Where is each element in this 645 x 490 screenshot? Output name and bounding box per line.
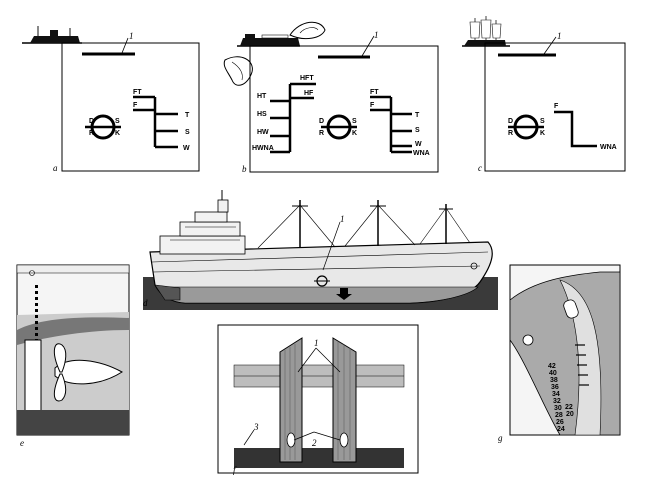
disc-letter-k: K <box>540 130 545 137</box>
hull-side-frame-c <box>484 42 626 172</box>
svg-text:30: 30 <box>554 405 562 412</box>
hull-load-line-mark <box>314 275 330 287</box>
mark-ht: HT <box>257 93 267 100</box>
callout-3-f: 3 <box>253 422 259 432</box>
svg-text:32: 32 <box>553 398 561 405</box>
load-line-disc-a: D R S K <box>85 114 121 140</box>
dock-gate-left <box>279 337 303 463</box>
anchor-icon <box>522 334 534 346</box>
svg-text:26: 26 <box>556 419 564 426</box>
panel-letter-a: a <box>53 163 58 173</box>
disc-letter-s: S <box>115 118 120 125</box>
callout-1-a: 1 <box>129 31 134 41</box>
disc-letter-s: S <box>352 118 357 125</box>
hull-side-frame-a <box>61 42 200 172</box>
ship-icon <box>30 26 80 43</box>
panel-e: e <box>16 264 130 448</box>
mark-hs: HS <box>257 111 267 118</box>
mark-f: F <box>370 102 375 109</box>
svg-text:22: 22 <box>565 404 573 411</box>
callout-1-b: 1 <box>374 30 379 40</box>
masts-and-booms <box>257 200 471 249</box>
mark-s: S <box>415 127 420 134</box>
panel-letter-g: g <box>498 433 503 443</box>
mark-f: F <box>133 102 138 109</box>
mark-w: W <box>183 145 190 152</box>
load-line-marks-a <box>133 95 178 149</box>
panel-letter-c: c <box>478 163 482 173</box>
disc-letter-k: K <box>352 130 357 137</box>
svg-text:34: 34 <box>552 391 560 398</box>
mark-hwna: HWNA <box>252 145 274 152</box>
mark-wna: WNA <box>413 150 430 157</box>
mark-ft: FT <box>370 89 379 96</box>
mark-hf: HF <box>304 90 314 97</box>
fresh-water-marks-b <box>270 82 316 154</box>
svg-text:40: 40 <box>549 370 557 377</box>
disc-letter-r: R <box>89 130 94 137</box>
propeller-rudder <box>154 284 181 301</box>
disc-letter-s: S <box>540 118 545 125</box>
callout-1-d: 1 <box>340 214 345 224</box>
svg-text:24: 24 <box>557 426 565 433</box>
dock-gate-right <box>332 337 357 463</box>
mark-w: W <box>415 141 422 148</box>
panel-g: 42 40 38 36 34 32 30 28 26 24 22 20 g <box>498 264 621 443</box>
disc-letter-r: R <box>319 130 324 137</box>
svg-text:38: 38 <box>550 377 558 384</box>
anchor-hawse-icon <box>470 262 478 270</box>
panel-a: 1 D R S K FT F T S W a <box>22 26 200 173</box>
sea-water-marks-b <box>370 95 412 154</box>
mark-hw: HW <box>257 129 269 136</box>
mark-t: T <box>415 112 420 119</box>
callout-1-f: 1 <box>314 338 319 348</box>
sailing-ship-icon <box>464 16 506 46</box>
mark-f: F <box>554 103 559 110</box>
panel-d: 1 d <box>143 190 498 310</box>
disc-letter-d: D <box>89 118 94 125</box>
mark-t: T <box>185 112 190 119</box>
panel-f: 1 2 3 f <box>217 324 419 475</box>
panel-letter-f: f <box>233 465 237 475</box>
svg-text:20: 20 <box>566 411 574 418</box>
ship-icon <box>240 34 300 46</box>
panel-letter-d: d <box>143 298 148 308</box>
disc-letter-d: D <box>508 118 513 125</box>
panel-letter-e: e <box>20 438 24 448</box>
panel-c: 1 D R S K F WNA c <box>462 16 626 173</box>
callout-1-c: 1 <box>557 31 562 41</box>
load-line-marks-c <box>554 110 597 148</box>
mark-s: S <box>185 129 190 136</box>
load-line-disc-b: D R S K <box>319 114 357 140</box>
bow-draft-scale: 42 40 38 36 34 32 30 28 26 24 22 20 <box>548 363 574 433</box>
mark-hft: HFT <box>300 75 314 82</box>
mark-wna: WNA <box>600 144 617 151</box>
svg-text:28: 28 <box>555 412 563 419</box>
disc-letter-r: R <box>508 130 513 137</box>
disc-letter-k: K <box>115 130 120 137</box>
svg-text:42: 42 <box>548 363 556 370</box>
disc-letter-d: D <box>319 118 324 125</box>
hull-side-frame-b <box>249 45 439 173</box>
fresh-water-scroll-icon <box>289 21 326 40</box>
panel-b: 1 HFT HF HT HS HW HWNA D R S K <box>223 21 439 174</box>
propeller-icon <box>53 343 123 402</box>
superstructure <box>159 190 246 255</box>
river-scroll-icon <box>223 56 253 86</box>
panel-letter-b: b <box>242 164 247 174</box>
rudder <box>24 339 42 413</box>
arrow-down-icon <box>336 288 352 300</box>
load-line-disc-c: D R S K <box>508 114 545 140</box>
mark-ft: FT <box>133 89 142 96</box>
svg-text:36: 36 <box>551 384 559 391</box>
callout-2-f: 2 <box>312 438 317 448</box>
